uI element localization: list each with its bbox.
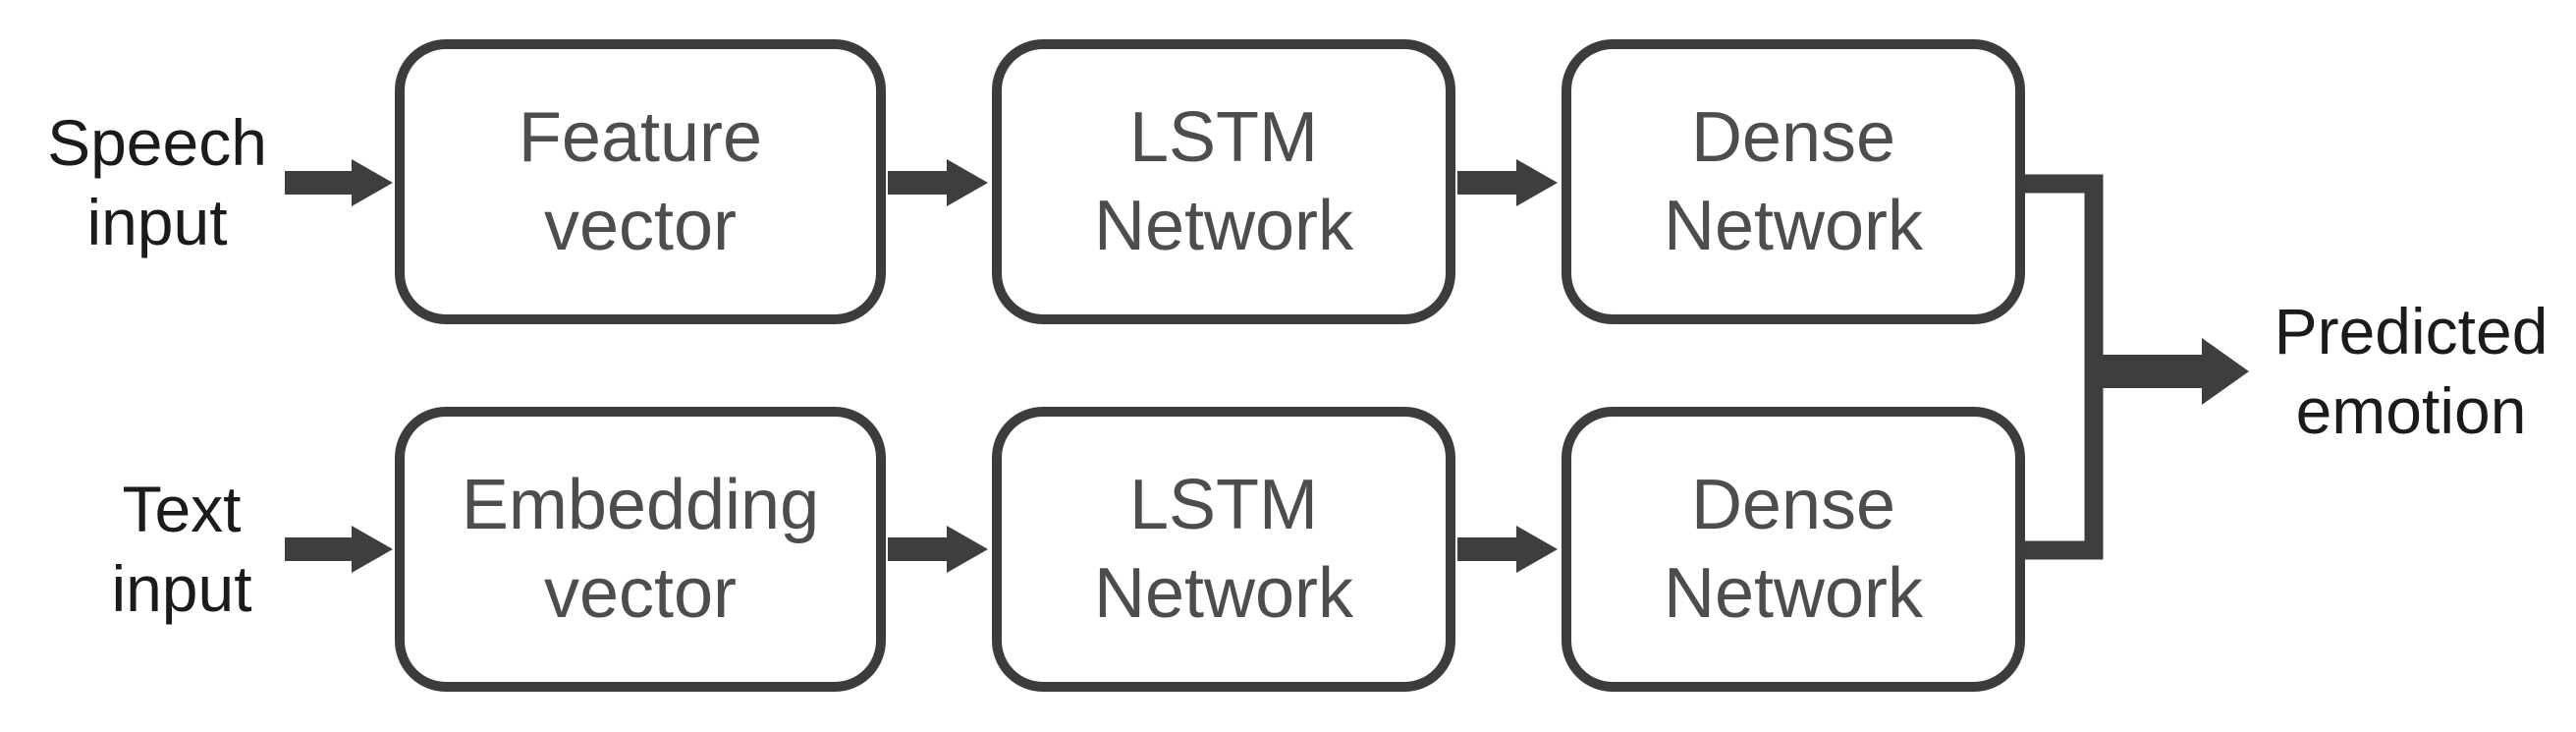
node-lstm-network-speech: LSTM Network bbox=[992, 39, 1455, 324]
node-feature-vector: Feature vector bbox=[395, 39, 886, 324]
label-predicted-emotion: Predicted emotion bbox=[2274, 295, 2549, 447]
node-dense-network-text: Dense Network bbox=[1562, 407, 2025, 692]
arrow-embedding-vector-to-lstm bbox=[888, 526, 988, 573]
node-embedding-vector: Embedding vector bbox=[395, 407, 886, 692]
arrow-feature-vector-to-lstm bbox=[888, 159, 988, 206]
arrow-lstm-to-dense-top bbox=[1457, 159, 1558, 206]
arrow-to-predicted-emotion bbox=[2094, 338, 2249, 405]
label-text-input: Text input bbox=[111, 473, 252, 625]
node-lstm-network-text: LSTM Network bbox=[992, 407, 1455, 692]
arrow-lstm-to-dense-bottom bbox=[1457, 526, 1558, 573]
node-dense-network-speech: Dense Network bbox=[1562, 39, 2025, 324]
label-speech-input: Speech input bbox=[47, 106, 267, 258]
merge-bracket-line bbox=[2025, 174, 2104, 560]
